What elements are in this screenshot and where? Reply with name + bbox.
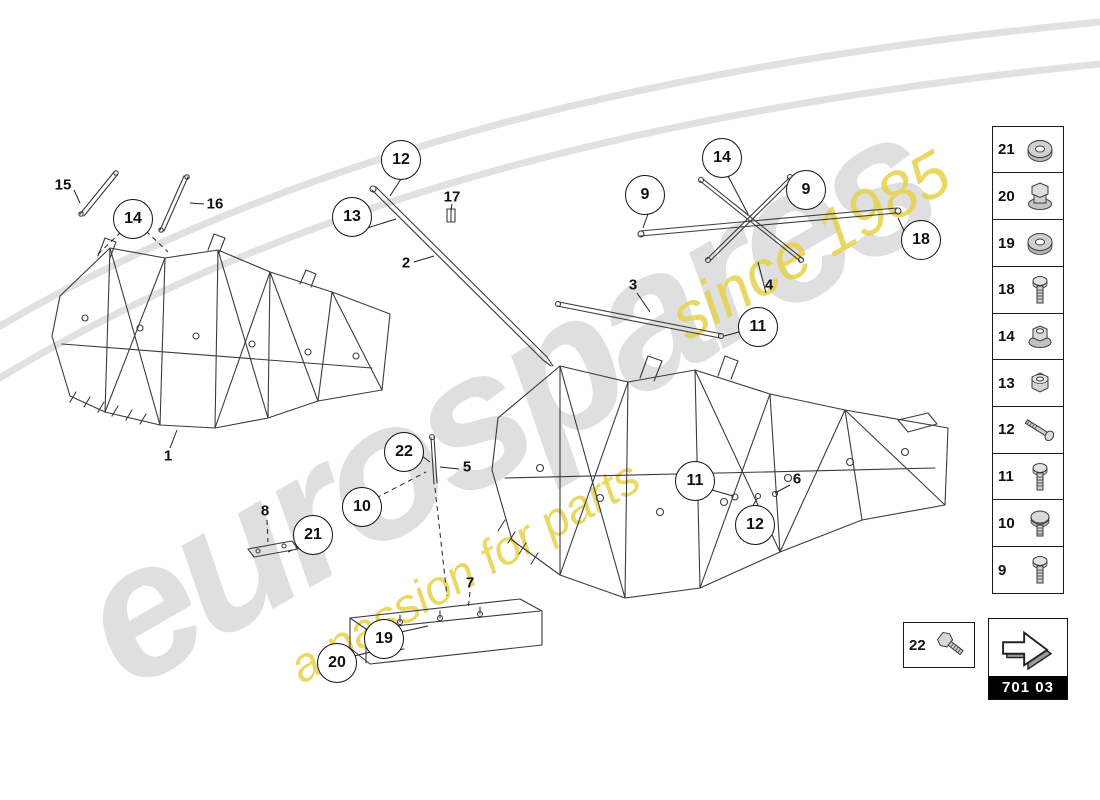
legend-item-number: 12	[998, 421, 1015, 439]
loose-parts-drawing	[78, 170, 902, 665]
rear-frame-left-drawing	[51, 233, 391, 429]
callout-22: 22	[384, 432, 424, 472]
legend-item-22: 22	[909, 628, 969, 662]
extra-fastener-box: 22	[903, 622, 975, 668]
watermark-tagline-text: a passion for parts	[280, 450, 650, 695]
callout-10: 10	[342, 487, 382, 527]
legend-item-number: 18	[998, 281, 1015, 299]
callout-16: 16	[206, 195, 224, 213]
callout-11: 11	[738, 307, 778, 347]
dome-bolt-icon	[1022, 506, 1058, 540]
legend-item-14: 14	[992, 312, 1064, 361]
callout-19: 19	[364, 619, 404, 659]
callout-21: 21	[293, 515, 333, 555]
callout-5: 5	[462, 458, 472, 476]
callout-6: 6	[792, 470, 802, 488]
screw-icon	[1022, 553, 1058, 587]
legend-item-10: 10	[992, 499, 1064, 548]
legend-item-20: 20	[992, 172, 1064, 221]
direction-arrow-icon	[989, 619, 1067, 676]
legend-item-number: 10	[998, 514, 1015, 532]
part-code-box: 701 03	[988, 618, 1068, 700]
leader-lines	[73, 175, 906, 657]
washer-icon	[1022, 226, 1058, 260]
legend-item-number: 20	[998, 187, 1015, 205]
callout-9: 9	[625, 175, 665, 215]
fastener-legend: 21 20 19 18 14 13 12 11 10 9	[992, 125, 1064, 595]
legend-item-number: 21	[998, 141, 1015, 159]
callout-9: 9	[786, 170, 826, 210]
stud-icon	[1022, 413, 1058, 447]
callout-4: 4	[764, 276, 774, 294]
callout-8: 8	[260, 502, 270, 520]
callout-18: 18	[901, 220, 941, 260]
callout-15: 15	[54, 176, 72, 194]
legend-item-9: 9	[992, 546, 1064, 595]
legend-item-number: 13	[998, 374, 1015, 392]
callout-11: 11	[675, 461, 715, 501]
legend-item-number: 9	[998, 561, 1007, 579]
callout-20: 20	[317, 643, 357, 683]
rear-frame-right-drawing	[491, 355, 949, 599]
callout-17: 17	[443, 188, 461, 206]
legend-item-11: 11	[992, 452, 1064, 501]
legend-item-21: 21	[992, 125, 1064, 174]
callout-13: 13	[332, 197, 372, 237]
callout-2: 2	[401, 254, 411, 272]
legend-item-number: 22	[909, 636, 926, 654]
flange-bolt-icon	[1022, 179, 1058, 213]
screw-icon	[1022, 460, 1058, 494]
legend-item-12: 12	[992, 405, 1064, 454]
legend-item-number: 14	[998, 328, 1015, 346]
flange-nut-icon	[1022, 320, 1058, 354]
hex-nut-icon	[1022, 366, 1058, 400]
callout-1: 1	[163, 447, 173, 465]
legend-item-18: 18	[992, 265, 1064, 314]
screw-icon	[1022, 273, 1058, 307]
callout-3: 3	[628, 276, 638, 294]
watermark-brand-text: eurospares	[43, 72, 967, 728]
legend-item-19: 19	[992, 219, 1064, 268]
legend-item-number: 19	[998, 234, 1015, 252]
callout-12: 12	[735, 505, 775, 545]
washer-icon	[1022, 133, 1058, 167]
hex-bolt-icon	[933, 628, 969, 662]
callout-14: 14	[113, 199, 153, 239]
callout-12: 12	[381, 140, 421, 180]
legend-item-13: 13	[992, 359, 1064, 408]
watermark-since-text: since 1985	[657, 136, 963, 354]
legend-item-number: 11	[998, 468, 1014, 486]
callout-14: 14	[702, 138, 742, 178]
part-code-label: 701 03	[989, 676, 1067, 699]
callout-7: 7	[465, 574, 475, 592]
